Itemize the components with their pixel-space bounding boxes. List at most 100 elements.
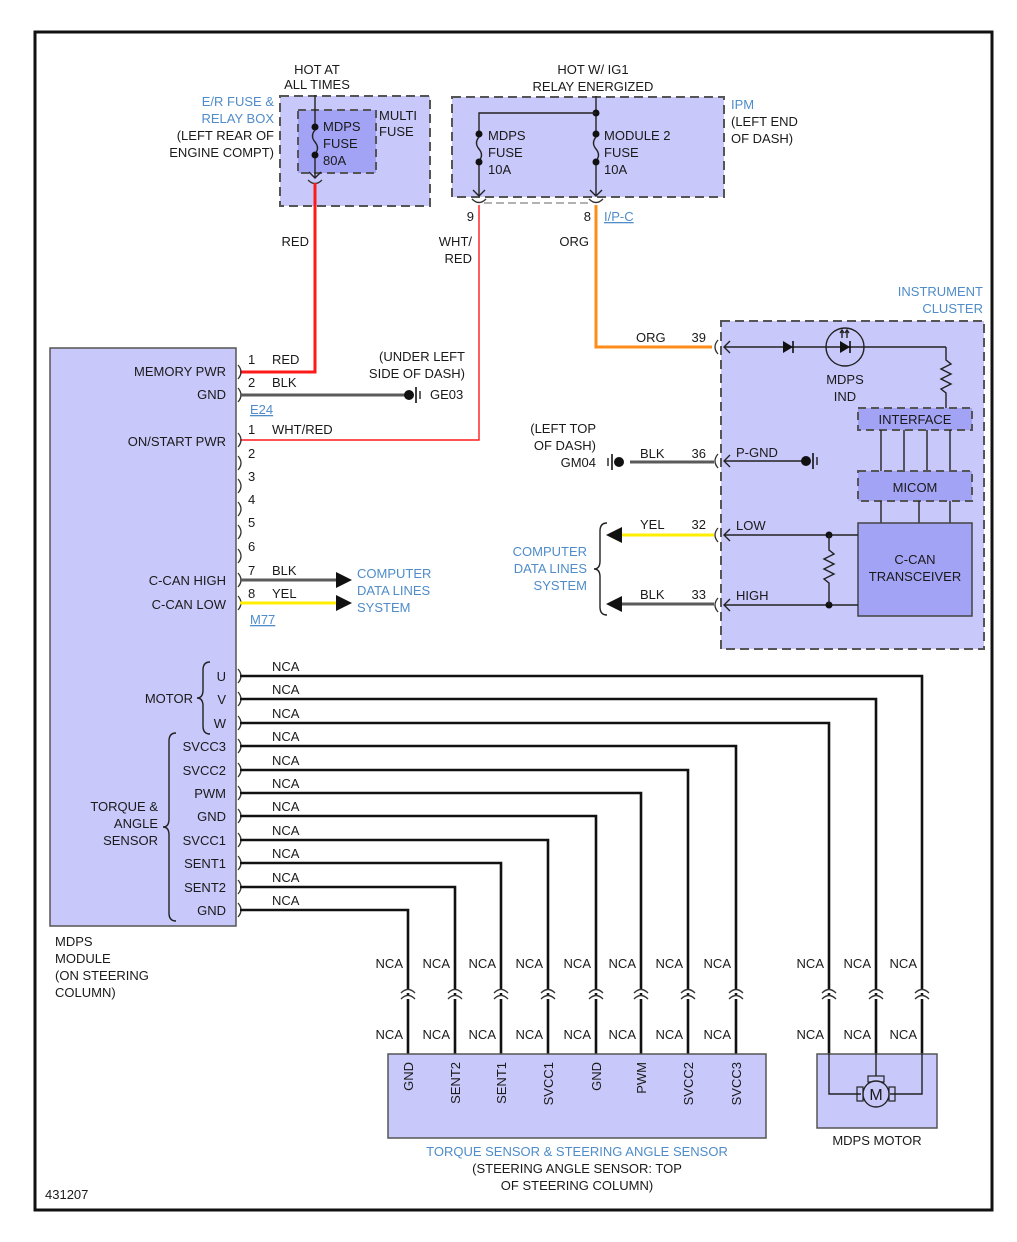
sensor-pin-label: SVCC3 [729,1062,744,1105]
wire-org-label: ORG [559,234,589,249]
pin-num-m77-8: 8 [248,586,255,601]
mdps-module: MDPS MODULE (ON STEERING COLUMN) MEMORY … [49,347,333,1000]
er-supply-label-2: ALL TIMES [284,77,350,92]
inline-wire-label-upper: NCA [469,956,497,971]
connector-icon [714,527,719,543]
sensor-group-label-1: TORQUE & [90,799,158,814]
data-lines-right-2[interactable]: DATA LINES [514,561,588,576]
wire-label-e24-1: RED [272,352,299,367]
ipm-mdps-fuse-line-1: MDPS [488,128,526,143]
er-box-name-1: E/R FUSE & [202,94,275,109]
nca-pin-label: V [217,692,226,707]
mdps-fuse-80a-rating: 80A [323,153,346,168]
ipm-box: HOT W/ IG1 RELAY ENERGIZED IPM (LEFT END… [451,62,798,224]
nca-wire [240,908,410,1054]
indicator-label-2: IND [834,389,856,404]
pin-num-e24-1: 1 [248,352,255,367]
data-lines-right-1[interactable]: COMPUTER [513,544,587,559]
nca-wire [240,744,738,1054]
inline-wire-label-upper: NCA [704,956,732,971]
diagram-id: 431207 [45,1187,88,1202]
fuse-terminal-icon [475,158,483,166]
can-low-wire-label: YEL [640,517,665,532]
sensor-group-label-3: SENSOR [103,833,158,848]
wire-wht-red [240,205,480,441]
cluster-input-wire: ORG [636,330,666,345]
torque-sensor-name: TORQUE SENSOR & STEERING ANGLE SENSOR [426,1144,728,1159]
ipm-branch-line [478,112,596,133]
motor-group-label: MOTOR [145,691,193,706]
sensor-pin-label: SENT2 [448,1062,463,1104]
inline-wire-label-upper: NCA [890,956,918,971]
nca-pin-label: SVCC3 [183,739,226,754]
pin-connector-icon [237,455,242,471]
interface-block [857,407,973,431]
pin-connector-icon [237,478,242,494]
inline-wire-label-lower: NCA [609,1027,637,1042]
gm04-wire-label: BLK [640,446,665,461]
wire-red [240,183,317,374]
torque-sensor-location-2: OF STEERING COLUMN) [501,1178,653,1193]
ipc-connector-link[interactable]: I/P-C [604,209,634,224]
er-box-location-2: ENGINE COMPT) [169,145,274,160]
pin-num-m77-5: 5 [248,515,255,530]
ground-icon [801,456,811,466]
inline-connector-icon [868,988,884,1000]
mdps-fuse-80a-line-1: MDPS [323,119,361,134]
pin-num-m77-6: 6 [248,539,255,554]
transceiver-label-1: C-CAN [894,552,935,567]
motor-symbol: M [869,1087,882,1104]
inline-wire-label-upper: NCA [844,956,872,971]
ground-icon [614,457,624,467]
torque-sensor-body [387,1053,767,1139]
fuse-terminal-icon [311,123,319,131]
nca-pin-label: W [214,716,227,731]
cluster-pin-36: 36 [692,446,706,461]
data-lines-left-1[interactable]: COMPUTER [357,566,431,581]
e24-connector-link[interactable]: E24 [250,402,273,417]
m77-connector-link[interactable]: M77 [250,612,275,627]
sensor-pin-label: PWM [634,1062,649,1094]
fuse-terminal-icon [592,158,600,166]
wire-wht-red-label-1: WHT/ [439,234,473,249]
pin-connector-arcs [237,364,242,918]
mdps-module-name-2: MODULE [55,951,111,966]
arrow-left-icon [606,596,622,612]
inline-connector-icon [540,988,556,1000]
nca-wire [240,861,503,1054]
brace-icon [593,522,608,616]
pin-connector-icon [237,364,242,380]
ipm-pin-9: 9 [467,209,474,224]
ground-icon [404,390,414,400]
diagram-frame [33,30,994,1212]
data-lines-right-3[interactable]: SYSTEM [534,578,587,593]
brace-icon [162,732,177,922]
mdps-module-location-1: (ON STEERING [55,968,149,983]
fuse-terminal-icon [475,130,483,138]
cluster-name-2: CLUSTER [922,301,983,316]
pin-num-m77-4: 4 [248,492,255,507]
wire-label-m77-1: WHT/RED [272,422,333,437]
pin-connector-icon [237,501,242,517]
pin-connector-icon [237,432,242,448]
data-lines-left-3[interactable]: SYSTEM [357,600,410,615]
wire-wht-red-label-2: RED [445,251,472,266]
ccan-transceiver-block [857,522,973,617]
ipm-location-2: OF DASH) [731,131,793,146]
nca-wire [240,721,831,1054]
pin-connector-icon [237,548,242,564]
mdps-module-name-1: MDPS [55,934,93,949]
pin-connector-icon [237,524,242,540]
data-lines-left-2[interactable]: DATA LINES [357,583,431,598]
inline-connector-icon [588,988,604,1000]
diode-icon [783,341,793,353]
nca-wire-label: NCA [272,776,300,791]
inline-wire-label-upper: NCA [423,956,451,971]
gm04-location-1: (LEFT TOP [530,421,596,436]
wire-label-e24-2: BLK [272,375,297,390]
motor-icon [862,1080,890,1108]
pin-num-m77-3: 3 [248,469,255,484]
